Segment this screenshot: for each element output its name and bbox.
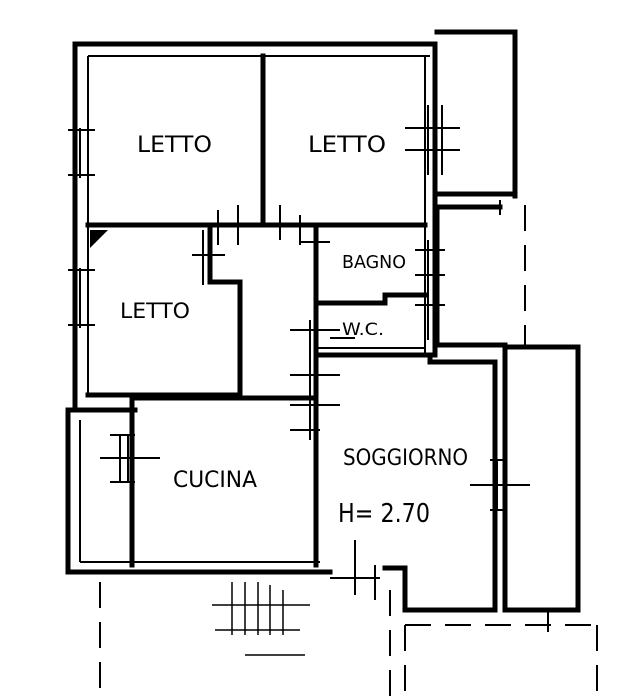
room-labels: LETTO LETTO LETTO BAGNO W.C. CUCINA SOGG…: [120, 133, 468, 529]
openings: [68, 105, 530, 600]
bathroom-label: BAGNO: [342, 252, 406, 273]
wc-label: W.C.: [342, 320, 384, 340]
living-room-label: SOGGIORNO: [343, 446, 468, 471]
kitchen-label: CUCINA: [173, 468, 257, 493]
corner-marker: [90, 230, 108, 248]
internal-walls: [85, 53, 428, 398]
balconies: [99, 29, 600, 696]
bedroom-2-label: LETTO: [308, 133, 386, 158]
bedroom-3-label: LETTO: [120, 299, 190, 323]
stairs: [212, 582, 310, 656]
bedroom-1-label: LETTO: [137, 133, 212, 158]
ceiling-height-label: H= 2.70: [338, 499, 430, 529]
